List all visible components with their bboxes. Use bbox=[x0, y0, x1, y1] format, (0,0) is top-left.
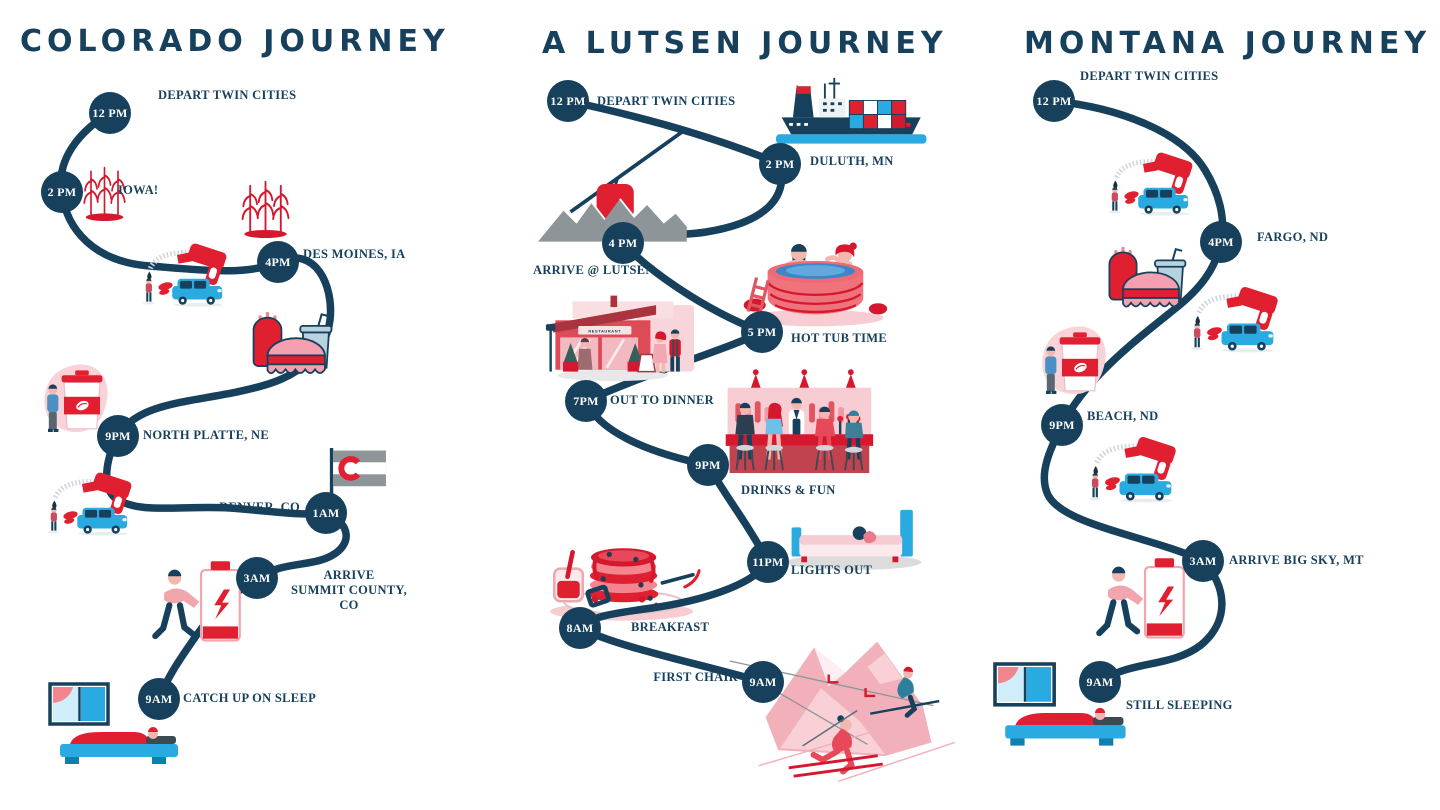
svg-text:RESTAURANT: RESTAURANT bbox=[588, 329, 621, 334]
colorado-node-4pm: 4PM bbox=[257, 241, 299, 283]
lutsen-label-arrive: ARRIVE @ LUTSEN bbox=[533, 263, 655, 277]
lutsen-node-5pm: 5 PM bbox=[741, 311, 783, 353]
gas-pump-car-icon bbox=[1089, 432, 1177, 502]
gas-pump-car-icon bbox=[1191, 282, 1279, 352]
lutsen-node-9am: 9AM bbox=[742, 661, 784, 703]
gas-pump-car-icon bbox=[143, 239, 228, 306]
bar-patron bbox=[814, 406, 836, 471]
ski-gondola-icon bbox=[538, 130, 687, 242]
lutsen-label-lights: LIGHTS OUT bbox=[791, 563, 873, 577]
montana-label-beach: BEACH, ND bbox=[1087, 409, 1159, 423]
cargo-ship-icon bbox=[776, 77, 927, 144]
fast-food-icon bbox=[251, 311, 334, 375]
montana-journey-title: MONTANA JOURNEY bbox=[1024, 26, 1432, 61]
lutsen-node-4pm: 4 PM bbox=[602, 222, 644, 264]
lutsen-node-2pm: 2 PM bbox=[759, 143, 801, 185]
colorado-label-depart: DEPART TWIN CITIES bbox=[158, 88, 297, 102]
lutsen-label-dinner: OUT TO DINNER bbox=[610, 393, 714, 407]
low-battery-icon bbox=[1099, 558, 1183, 637]
colorado-node-9pm: 9PM bbox=[97, 415, 139, 457]
lutsen-label-hot-tub: HOT TUB TIME bbox=[791, 331, 887, 345]
lutsen-label-breakfast: BREAKFAST bbox=[631, 620, 710, 634]
lutsen-node-11pm: 11PM bbox=[747, 541, 789, 583]
lutsen-route-path bbox=[564, 97, 786, 686]
montana-label-big-sky: ARRIVE BIG SKY, MT bbox=[1229, 553, 1364, 567]
lutsen-label-depart: DEPART TWIN CITIES bbox=[597, 94, 736, 108]
gas-pump-car-icon bbox=[48, 468, 133, 535]
bar-patron bbox=[844, 410, 864, 471]
colorado-journey-title: COLORADO JOURNEY bbox=[20, 24, 450, 59]
lutsen-node-7pm: 7PM bbox=[565, 380, 607, 422]
montana-node-3am: 3AM bbox=[1182, 540, 1224, 582]
restaurant-icon: RESTAURANT bbox=[545, 295, 695, 382]
lutsen-node-9pm: 9PM bbox=[687, 444, 729, 486]
colorado-node-12pm: 12 PM bbox=[89, 92, 131, 134]
bar-patron bbox=[735, 402, 755, 471]
colorado-node-2pm: 2 PM bbox=[41, 171, 83, 213]
colorado-flag-icon bbox=[329, 448, 387, 501]
colorado-node-1am: 1AM bbox=[305, 492, 347, 534]
corn-field-icon bbox=[241, 180, 290, 240]
montana-node-9am: 9AM bbox=[1079, 661, 1121, 703]
bed-lights-out-icon bbox=[785, 509, 922, 571]
gas-pump-car-icon bbox=[1109, 148, 1194, 215]
montana-label-fargo: FARGO, ND bbox=[1257, 230, 1329, 244]
fast-food-icon bbox=[1107, 246, 1188, 309]
bar-scene-icon bbox=[725, 369, 874, 474]
coffee-break-icon bbox=[43, 363, 109, 433]
colorado-node-9am: 9AM bbox=[138, 678, 180, 720]
colorado-label-iowa: IOWA! bbox=[118, 183, 159, 197]
montana-node-4pm: 4PM bbox=[1200, 221, 1242, 263]
lutsen-label-first-chair: FIRST CHAIR bbox=[653, 670, 738, 684]
montana-node-9pm: 9PM bbox=[1041, 404, 1083, 446]
lutsen-label-duluth: DULUTH, MN bbox=[810, 154, 894, 168]
colorado-label-denver: DENVER, CO bbox=[219, 500, 300, 514]
montana-label-sleeping: STILL SLEEPING bbox=[1126, 698, 1233, 712]
lutsen-label-drinks: DRINKS & FUN bbox=[741, 483, 836, 497]
coffee-break-icon bbox=[1041, 325, 1107, 395]
lutsen-node-12pm: 12 PM bbox=[547, 80, 589, 122]
colorado-label-des-moines: DES MOINES, IA bbox=[303, 247, 406, 261]
lutsen-journey-title: A LUTSEN JOURNEY bbox=[542, 26, 948, 61]
colorado-label-summit: ARRIVE SUMMIT COUNTY, CO bbox=[290, 568, 408, 612]
pine-tree-icon bbox=[563, 343, 643, 372]
montana-label-depart: DEPART TWIN CITIES bbox=[1080, 69, 1219, 83]
hot-tub-icon bbox=[743, 242, 888, 327]
colorado-label-sleep: CATCH UP ON SLEEP bbox=[183, 691, 317, 705]
montana-node-12pm: 12 PM bbox=[1033, 80, 1075, 122]
colorado-node-3am: 3AM bbox=[236, 557, 278, 599]
colorado-label-north-platte: NORTH PLATTE, NE bbox=[143, 428, 270, 442]
bar-patron bbox=[764, 402, 784, 471]
lutsen-node-8am: 8AM bbox=[559, 607, 601, 649]
